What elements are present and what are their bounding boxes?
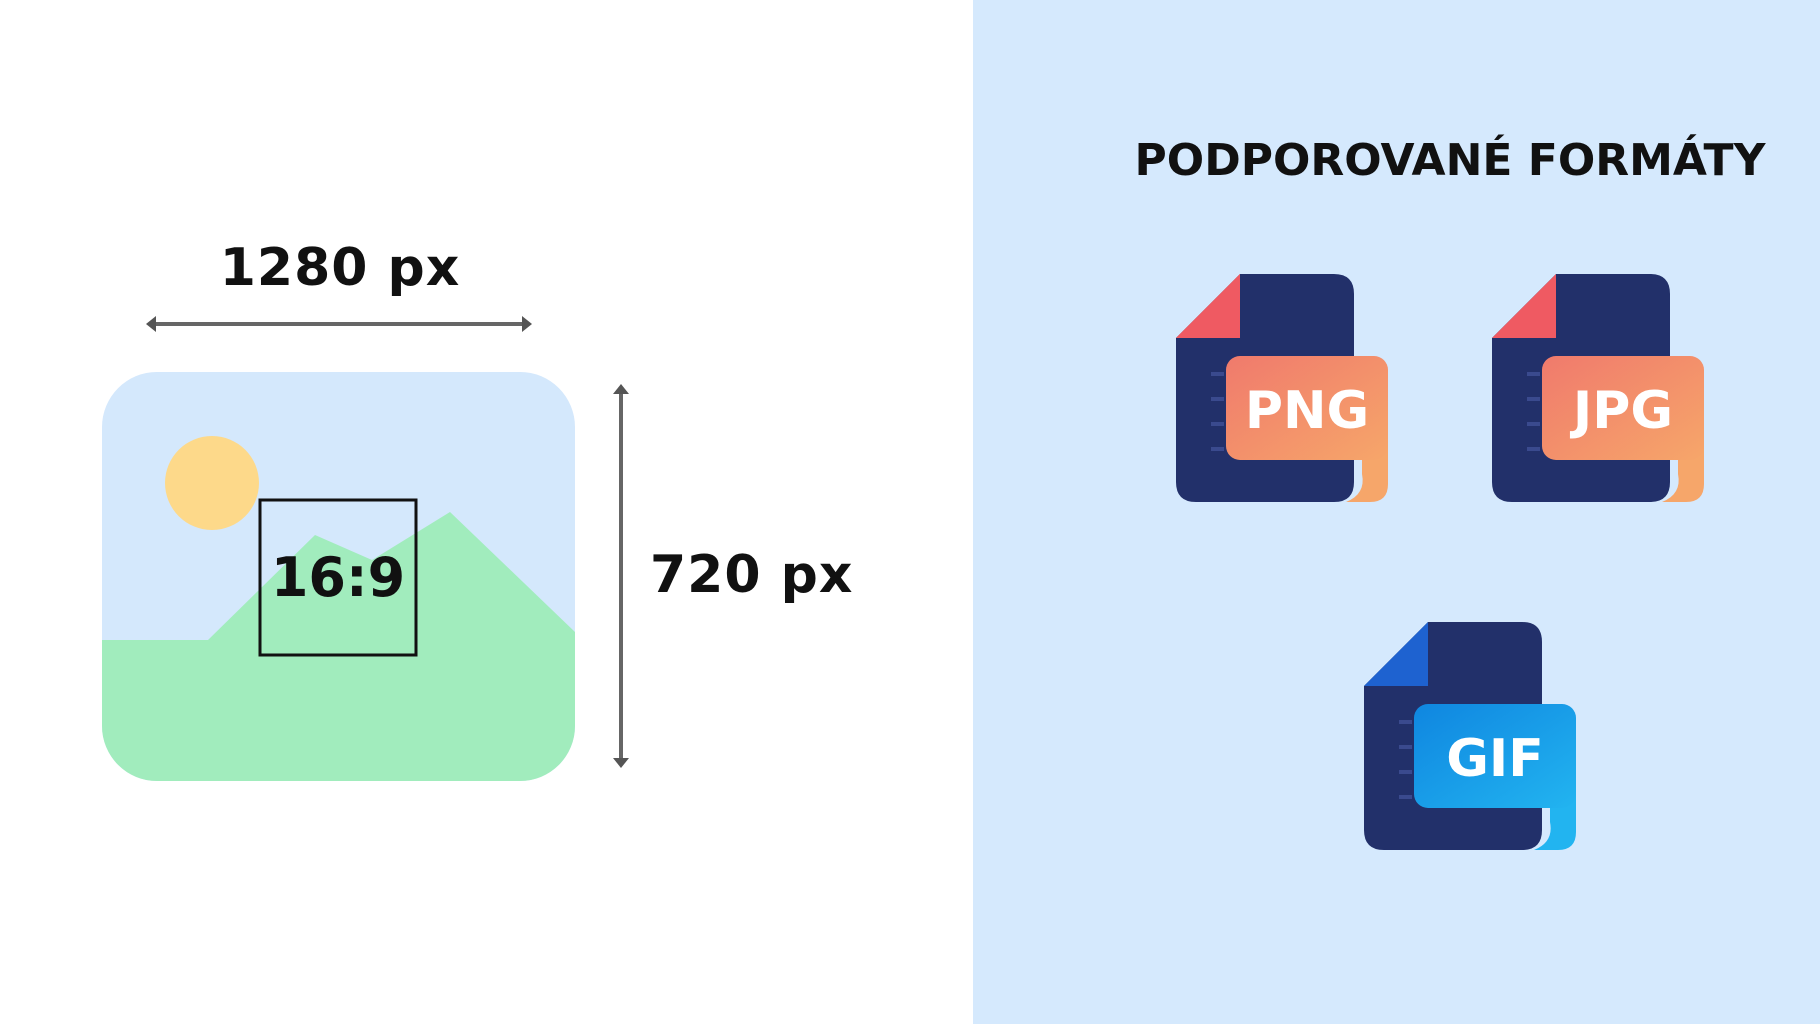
png-file-icon: PNG xyxy=(1176,274,1388,502)
png-label: PNG xyxy=(1245,381,1369,441)
height-arrow xyxy=(613,384,629,768)
aspect-ratio-label: 16:9 xyxy=(270,546,406,609)
jpg-label: JPG xyxy=(1570,381,1673,441)
width-label: 1280 px xyxy=(219,238,461,298)
image-placeholder-icon xyxy=(102,372,575,781)
formats-title: PODPOROVANÉ FORMÁTY xyxy=(1134,135,1766,186)
width-arrow xyxy=(146,316,532,332)
jpg-file-icon: JPG xyxy=(1492,274,1704,502)
height-label: 720 px xyxy=(650,545,854,605)
gif-file-icon: GIF xyxy=(1364,622,1576,850)
formats-panel xyxy=(973,0,1820,1024)
gif-label: GIF xyxy=(1446,729,1544,789)
sun-icon xyxy=(165,436,259,530)
ratio-frame xyxy=(258,498,418,657)
